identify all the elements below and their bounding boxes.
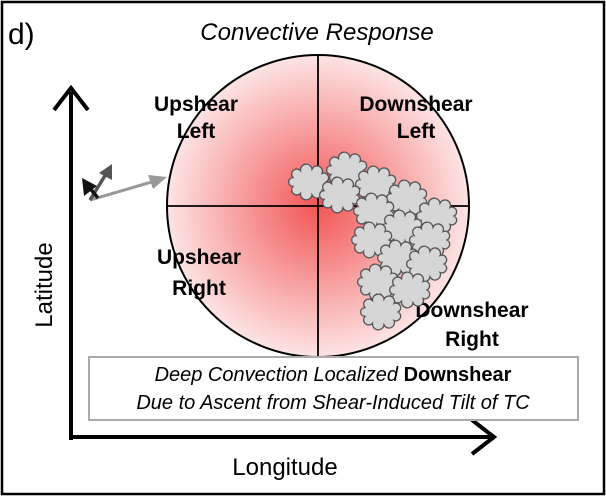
- quadrant-label-downshear-right-1: Downshear: [415, 299, 528, 322]
- diagram-title: Convective Response: [200, 19, 433, 46]
- convective-cloud-icon: [405, 245, 448, 283]
- convective-cloud-icon: [287, 163, 330, 201]
- convective-cloud-icon: [388, 271, 431, 309]
- quadrant-label-downshear-right-2: Right: [445, 328, 499, 351]
- caption-box: [88, 356, 579, 421]
- y-axis-label: Latitude: [31, 242, 58, 327]
- caption-line-1-italic: Deep Convection Localized: [155, 364, 404, 386]
- caption-line-1: Deep Convection Localized Downshear: [155, 364, 512, 386]
- x-axis-label: Longitude: [232, 454, 337, 481]
- quadrant-label-upshear-left-2: Left: [177, 120, 216, 143]
- caption-line-1-bold: Downshear: [404, 364, 512, 386]
- quadrant-label-downshear-left-1: Downshear: [359, 93, 472, 116]
- shear-arrow-light: [89, 175, 167, 202]
- shear-arrow-mid: [88, 164, 112, 201]
- panel-label: d): [8, 18, 35, 51]
- convective-cloud-icon: [359, 293, 402, 331]
- caption-line-2: Due to Ascent from Shear-Induced Tilt of…: [136, 392, 530, 414]
- convective-cloud-icon: [318, 176, 361, 214]
- longitude-axis: [69, 418, 498, 456]
- longitude-axis-arrowhead: [470, 418, 498, 456]
- shear-vector-arrows: [82, 164, 167, 202]
- shear-arrow-dark: [82, 178, 100, 200]
- latitude-axis-arrowhead: [52, 84, 90, 112]
- quadrant-label-upshear-left-1: Upshear: [154, 93, 238, 116]
- convective-cloud-cluster: [287, 151, 458, 331]
- latitude-axis: [52, 84, 90, 440]
- quadrant-label-upshear-right-1: Upshear: [157, 246, 241, 269]
- quadrant-label-upshear-right-2: Right: [172, 277, 226, 300]
- quadrant-label-downshear-left-2: Left: [397, 120, 436, 143]
